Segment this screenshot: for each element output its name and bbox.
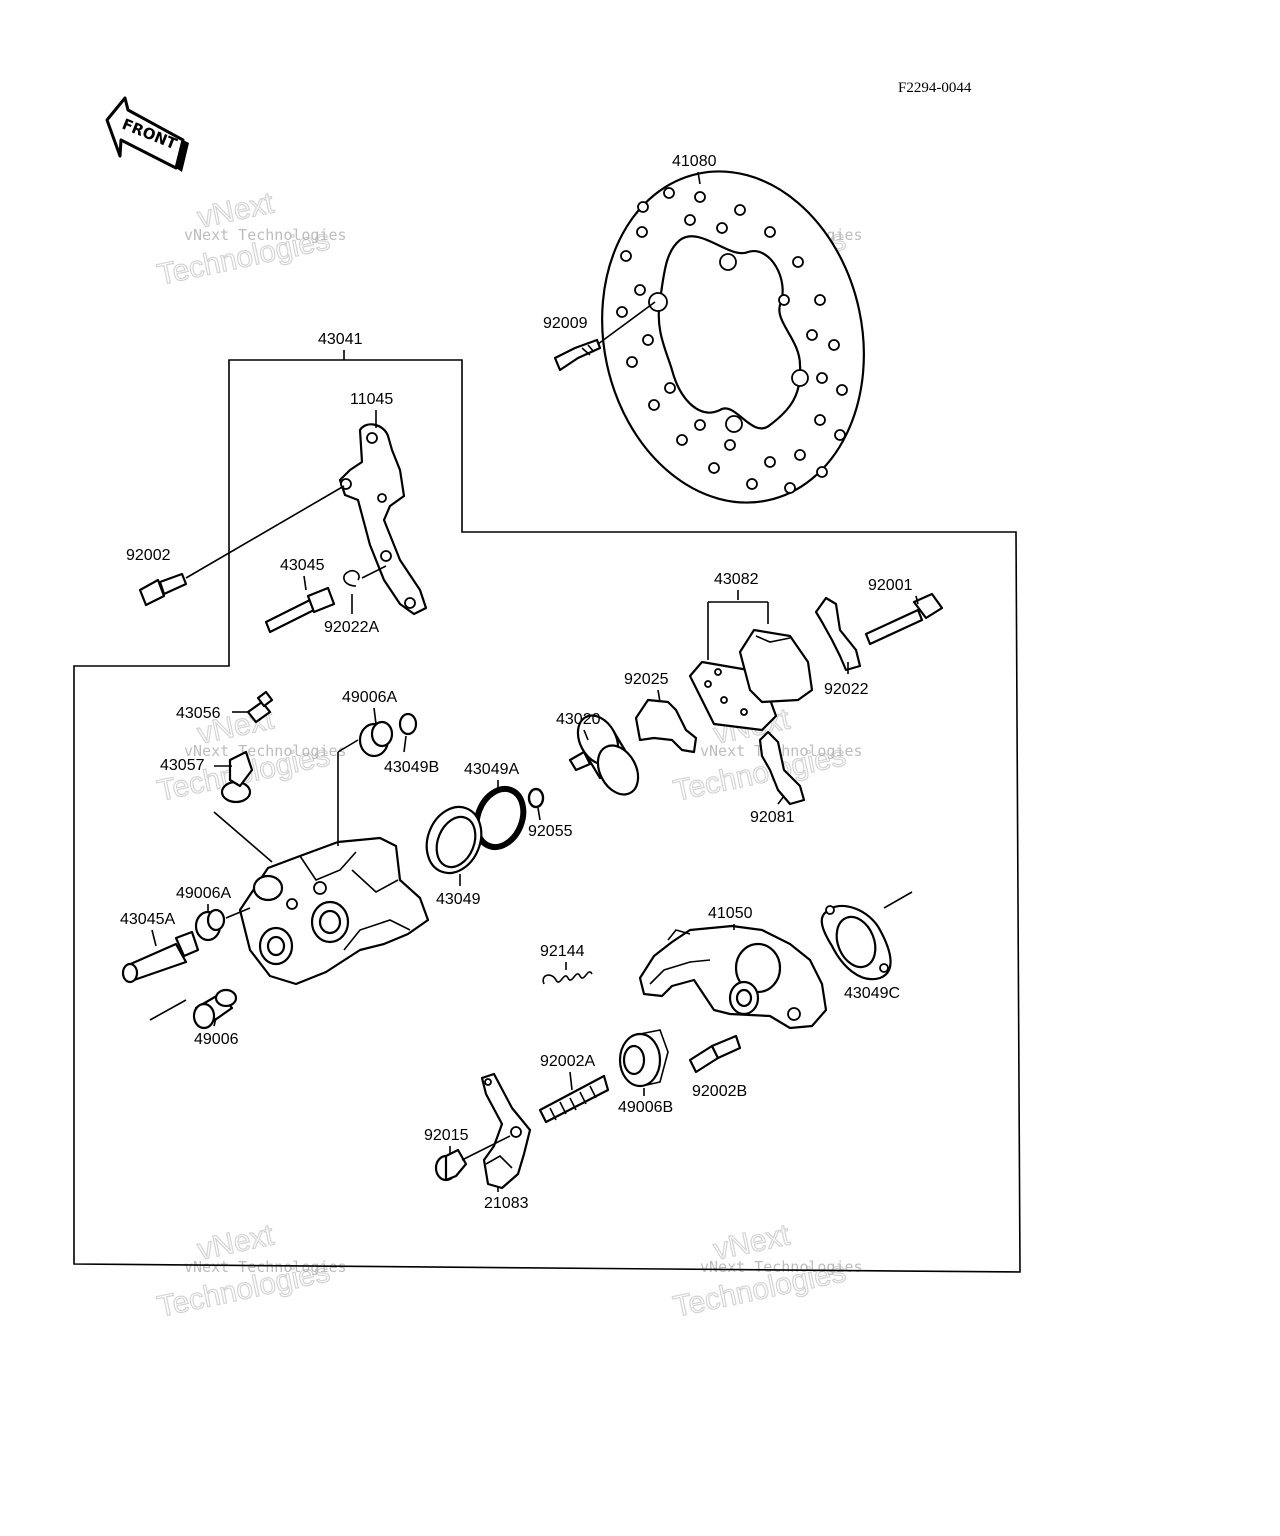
label-92001: 92001 [868, 577, 913, 594]
brake-disc [601, 170, 865, 504]
clip-92022A [343, 569, 360, 587]
label-49006A-mid: 49006A [176, 885, 231, 902]
spring-92144 [542, 971, 593, 985]
watermark-top-left: vNext Technologies vNext Technologies [154, 186, 347, 293]
label-41050: 41050 [708, 905, 753, 922]
label-43082: 43082 [714, 571, 759, 588]
plate-92025 [634, 698, 698, 754]
bolt-92009 [553, 338, 602, 372]
label-92025: 92025 [624, 671, 669, 688]
label-49006B: 49006B [618, 1099, 673, 1116]
seal-43049A [473, 785, 527, 851]
label-43049: 43049 [436, 891, 481, 908]
svg-text:vNext Technologies: vNext Technologies [184, 1258, 347, 1276]
boot-49006A-mid [194, 908, 226, 942]
label-49006: 49006 [194, 1031, 239, 1048]
label-43049A: 43049A [464, 761, 519, 778]
bolt-92002 [138, 572, 188, 607]
label-92022A: 92022A [324, 619, 379, 636]
label-43045A: 43045A [120, 911, 175, 928]
label-43056: 43056 [176, 705, 221, 722]
caliper-body [238, 836, 430, 986]
label-43049C: 43049C [844, 985, 900, 1002]
label-49006A-top: 49006A [342, 689, 397, 706]
label-43020: 43020 [556, 711, 601, 728]
svg-text:vNext Technologies: vNext Technologies [700, 742, 863, 760]
seal-43049 [425, 805, 483, 875]
label-92081: 92081 [750, 809, 795, 826]
label-92002: 92002 [126, 547, 171, 564]
pin-43045 [264, 586, 336, 634]
clip-92022 [814, 596, 862, 672]
rod-92002A [538, 1074, 610, 1124]
label-43057: 43057 [160, 757, 205, 774]
label-92015: 92015 [424, 1127, 469, 1144]
label-92022: 92022 [824, 681, 869, 698]
label-21083: 21083 [484, 1195, 529, 1212]
svg-text:vNext Technologies: vNext Technologies [700, 1258, 863, 1276]
diagram-code: F2294-0044 [898, 80, 972, 96]
front-arrow-icon: FRONT [105, 96, 189, 172]
holder-41050 [638, 924, 828, 1030]
label-43049B: 43049B [384, 759, 439, 776]
lever-21083 [480, 1072, 532, 1190]
watermark-bottom-left: vNext Technologies vNext Technologies [154, 1218, 347, 1325]
label-92055: 92055 [528, 823, 573, 840]
oring-43049B [398, 712, 418, 736]
bushing-49006 [192, 988, 238, 1030]
cap-43057 [220, 750, 254, 804]
label-92144: 92144 [540, 943, 585, 960]
label-43041: 43041 [318, 331, 363, 348]
spring-92081 [758, 730, 806, 806]
bolt-92001 [864, 592, 944, 646]
bolt-92002B [688, 1034, 742, 1074]
assembly-outline [73, 359, 1021, 1273]
bushing-49006B [618, 1029, 669, 1088]
label-11045: 11045 [350, 391, 393, 408]
svg-text:vNext Technologies: vNext Technologies [184, 226, 347, 244]
label-92002B: 92002B [692, 1083, 747, 1100]
bleeder-43056 [246, 690, 274, 724]
brake-pads-43082 [688, 628, 814, 732]
label-92002A: 92002A [540, 1053, 595, 1070]
label-41080: 41080 [672, 153, 717, 170]
ring-92055 [527, 787, 545, 809]
piston-43020 [568, 714, 640, 796]
boot-49006A-top [358, 720, 394, 758]
svg-text:vNext Technologies: vNext Technologies [184, 742, 347, 760]
label-92009: 92009 [543, 315, 588, 332]
bracket-11045 [338, 423, 428, 616]
nut-92015 [434, 1148, 468, 1182]
label-43045: 43045 [280, 557, 325, 574]
pin-43045A [121, 930, 200, 984]
gasket-43049C [820, 904, 892, 981]
